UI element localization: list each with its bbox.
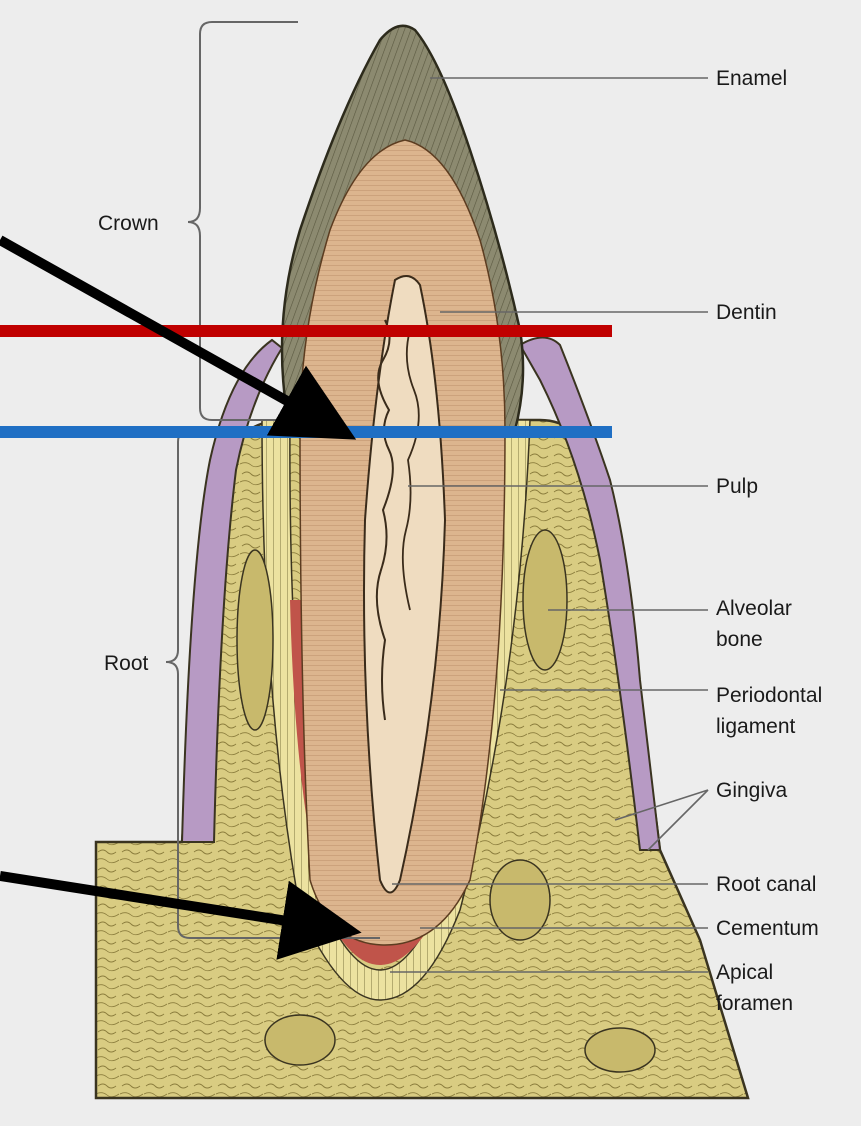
label-apical-foramen-line2: foramen: [716, 992, 793, 1015]
label-periodontal-ligament-line2: ligament: [716, 715, 796, 738]
label-alveolar-bone-line1: Alveolar: [716, 597, 792, 620]
bone-cavity: [523, 530, 567, 670]
label-enamel: Enamel: [716, 67, 787, 90]
label-crown: Crown: [98, 212, 159, 235]
label-gingiva: Gingiva: [716, 779, 788, 802]
bone-cavity: [265, 1015, 335, 1065]
label-root-canal: Root canal: [716, 873, 816, 896]
label-cementum: Cementum: [716, 917, 819, 940]
bone-cavity: [237, 550, 273, 730]
label-root: Root: [104, 652, 149, 675]
label-pulp: Pulp: [716, 475, 758, 498]
label-periodontal-ligament-line1: Periodontal: [716, 684, 822, 707]
label-dentin: Dentin: [716, 301, 777, 324]
label-alveolar-bone-line2: bone: [716, 628, 763, 651]
label-apical-foramen-line1: Apical: [716, 961, 773, 984]
bone-cavity: [585, 1028, 655, 1072]
